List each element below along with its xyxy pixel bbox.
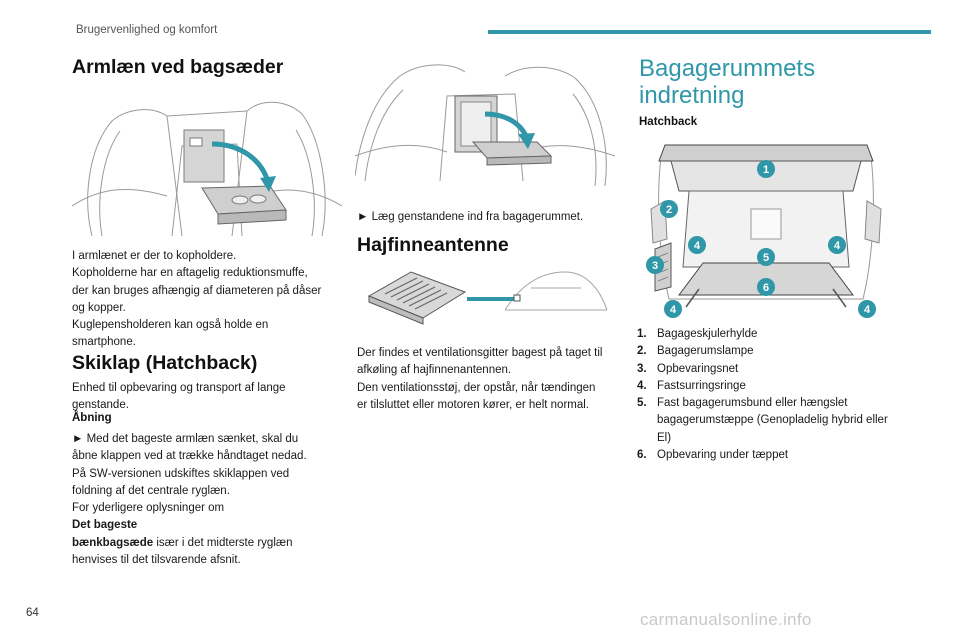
callout-label: 4 bbox=[864, 304, 871, 316]
opening-line: åbne klappen ved at trække håndtaget ned… bbox=[72, 450, 307, 463]
page-number: 64 bbox=[26, 607, 39, 619]
reference-line: bænkbagsæde især i det midterste ryglæn bbox=[72, 535, 352, 552]
armrest-illustration bbox=[72, 86, 342, 246]
ski-flap-heading: Skiklap (Hatchback) bbox=[72, 352, 258, 374]
list-item-number: 3. bbox=[637, 362, 647, 375]
hatchback-subheading: Hatchback bbox=[639, 116, 698, 128]
list-item-number: 4. bbox=[637, 379, 647, 392]
boot-heading: Bagagerummets indretning bbox=[639, 55, 816, 110]
callout-marker bbox=[664, 300, 682, 318]
callout-marker bbox=[688, 236, 706, 254]
armrest-heading: Armlæn ved bagsæder bbox=[72, 56, 284, 78]
boot-illustration: 1 2 3 4 4 5 6 4 4 bbox=[641, 139, 891, 319]
page-header: Brugervenlighed og komfort bbox=[0, 0, 960, 44]
list-item-line: Bagagerumslampe bbox=[657, 345, 754, 358]
reference-bold: Det bageste bbox=[72, 519, 138, 532]
callout-marker bbox=[858, 300, 876, 318]
callout-label: 1 bbox=[763, 164, 769, 176]
list-item-number: 5. bbox=[637, 397, 647, 409]
callout-marker bbox=[646, 256, 664, 274]
callout-label: 6 bbox=[763, 282, 769, 294]
callout-marker bbox=[660, 200, 678, 218]
list-item-text: Bagagerumslampe bbox=[657, 343, 907, 360]
list-item-text: Opbevaring under tæppet bbox=[657, 447, 907, 464]
callout-label: 5 bbox=[763, 252, 769, 264]
fin-antenna-line: afkøling af hajfinnenantennen. bbox=[357, 364, 512, 377]
opening-line: For yderligere oplysninger om bbox=[72, 502, 225, 514]
callout-label: 4 bbox=[834, 240, 841, 252]
callout-label: 4 bbox=[670, 304, 677, 316]
list-item-text: Fastsurringsringe bbox=[657, 378, 907, 395]
list-item-line: Fastsurringsringe bbox=[657, 379, 746, 392]
boot-heading-line: indretning bbox=[639, 81, 745, 109]
fin-antenna-heading: Hajfinneantenne bbox=[357, 234, 509, 256]
armrest-line: og kopper. bbox=[72, 301, 126, 314]
reference-bold: bænkbagsæde bbox=[72, 536, 154, 549]
list-item: 6. Opbevaring under tæppet bbox=[637, 447, 907, 464]
callout-label: 3 bbox=[652, 260, 658, 272]
list-item: 1. Bagageskjulerhylde bbox=[637, 326, 907, 343]
reference-line: henvises til det tilsvarende afsnit. bbox=[72, 553, 241, 566]
list-item-text: Fast bagagerumsbund eller hængslet bagag… bbox=[657, 395, 907, 447]
callout-label: 4 bbox=[694, 240, 701, 252]
callout-marker bbox=[757, 278, 775, 296]
armrest-line: der kan bruges afhængig af diameteren på… bbox=[72, 284, 322, 297]
ski-flap-line: genstande. bbox=[72, 399, 129, 412]
armrest-line: I armlænet er der to kopholdere. bbox=[72, 250, 237, 262]
list-item-line: Bagageskjulerhylde bbox=[657, 328, 758, 340]
ski-flap-illustration bbox=[355, 56, 615, 191]
callout-label: 2 bbox=[666, 204, 672, 216]
callout-marker bbox=[828, 236, 846, 254]
fin-antenna-description: Der findes et ventilationsgitter bagest … bbox=[357, 345, 632, 414]
opening-line: På SW-versionen udskiftes skiklappen ved bbox=[72, 467, 290, 480]
list-item: 3. Opbevaringsnet bbox=[637, 361, 907, 378]
opening-instructions: ► Med det bageste armlæn sænket, skal du… bbox=[72, 431, 352, 569]
armrest-line: smartphone. bbox=[72, 336, 136, 349]
list-item-number: 1. bbox=[637, 328, 647, 340]
load-instruction: ► Læg genstandene ind fra bagagerummet. bbox=[357, 211, 584, 223]
list-item-line: Fast bagagerumsbund eller hængslet bbox=[657, 397, 848, 409]
ski-flap-description: Enhed til opbevaring og transport af lan… bbox=[72, 380, 352, 415]
header-accent-bar bbox=[488, 30, 931, 34]
opening-line: ► Med det bageste armlæn sænket, skal du bbox=[72, 433, 299, 445]
callout-marker bbox=[757, 248, 775, 266]
list-item-line: Opbevaringsnet bbox=[657, 362, 739, 375]
watermark: carmanualsonline.info bbox=[640, 610, 812, 629]
fin-antenna-line: er tilsluttet eller motoren kører, er he… bbox=[357, 398, 589, 411]
list-item-line: bagagerumstæppe (Genopladelig hybrid ell… bbox=[657, 414, 888, 427]
ski-flap-line: Enhed til opbevaring og transport af lan… bbox=[72, 382, 286, 394]
boot-heading-line: Bagagerummets bbox=[639, 55, 816, 82]
callout-marker bbox=[757, 160, 775, 178]
opening-line: foldning af det centrale ryglæn. bbox=[72, 484, 230, 497]
list-item-number: 2. bbox=[637, 345, 647, 358]
list-item-text: Bagageskjulerhylde bbox=[657, 326, 907, 343]
fin-antenna-line: Der findes et ventilationsgitter bagest … bbox=[357, 347, 603, 359]
list-item-line: Opbevaring under tæppet bbox=[657, 448, 789, 461]
armrest-line: Kuglepensholderen kan også holde en bbox=[72, 319, 269, 331]
boot-legend-list: 1. Bagageskjulerhylde 2. Bagagerumslampe… bbox=[637, 326, 907, 464]
list-item-line: El) bbox=[657, 431, 672, 444]
list-item-number: 6. bbox=[637, 448, 647, 461]
list-item: 2. Bagagerumslampe bbox=[637, 343, 907, 360]
reference-line: Det bageste bbox=[72, 517, 352, 534]
list-item: 4. Fastsurringsringe bbox=[637, 378, 907, 395]
armrest-description: I armlænet er der to kopholdere. Kophold… bbox=[72, 248, 352, 352]
opening-heading: Åbning bbox=[72, 412, 112, 424]
armrest-line: Kopholderne har en aftagelig reduktionsm… bbox=[72, 267, 308, 280]
fin-antenna-illustration bbox=[355, 266, 615, 334]
list-item: 5. Fast bagagerumsbund eller hængslet ba… bbox=[637, 395, 907, 447]
section-title: Brugervenlighed og komfort bbox=[76, 24, 218, 36]
reference-text: især i det midterste ryglæn bbox=[153, 536, 293, 549]
callout-markers: 1 2 3 4 4 5 6 4 4 bbox=[646, 160, 876, 318]
list-item-text: Opbevaringsnet bbox=[657, 361, 907, 378]
fin-antenna-line: Den ventilationsstøj, der opstår, når tæ… bbox=[357, 381, 596, 394]
